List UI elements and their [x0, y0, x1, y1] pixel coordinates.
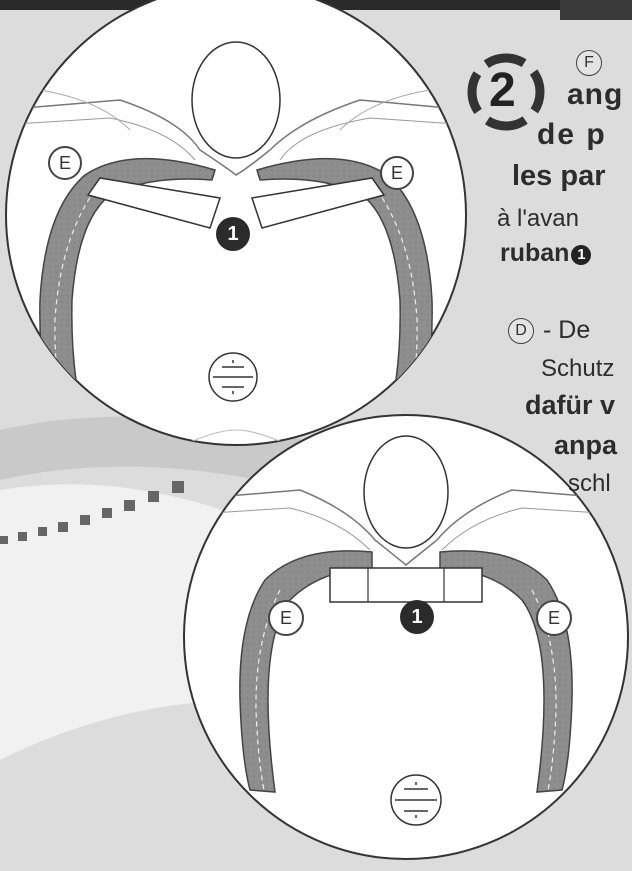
de-line-2: Schutz — [541, 355, 614, 383]
buckle-icon — [391, 775, 441, 825]
lang-mark-french: F — [576, 50, 602, 76]
lang-mark-german: D — [508, 318, 534, 344]
pad-label-bottom-right: E — [536, 600, 572, 636]
ribbon-mark-icon: 1 — [571, 245, 591, 265]
fr-line-2: de p — [537, 118, 607, 152]
de-line-5: schl — [568, 470, 611, 498]
fr-line-1: ang — [567, 78, 623, 112]
pad-label-top-right: E — [380, 156, 414, 190]
ribbon-label-top: 1 — [216, 217, 250, 251]
fr-line-4: à l'avan — [497, 205, 579, 233]
pad-label-top-left: E — [48, 146, 82, 180]
illustration-bottom — [180, 415, 632, 859]
de-line-3: dafür v — [525, 390, 615, 421]
pad-label-bottom-left: E — [268, 600, 304, 636]
de-line-1: - De — [543, 316, 590, 345]
ribbon-label-bottom: 1 — [400, 600, 434, 634]
fr-line-3: les par — [512, 160, 606, 193]
de-line-4: anpa — [554, 430, 617, 461]
fr-line-5-word: ruban — [500, 239, 569, 267]
step-number: 2 — [489, 63, 516, 119]
buckle-icon — [209, 353, 257, 401]
